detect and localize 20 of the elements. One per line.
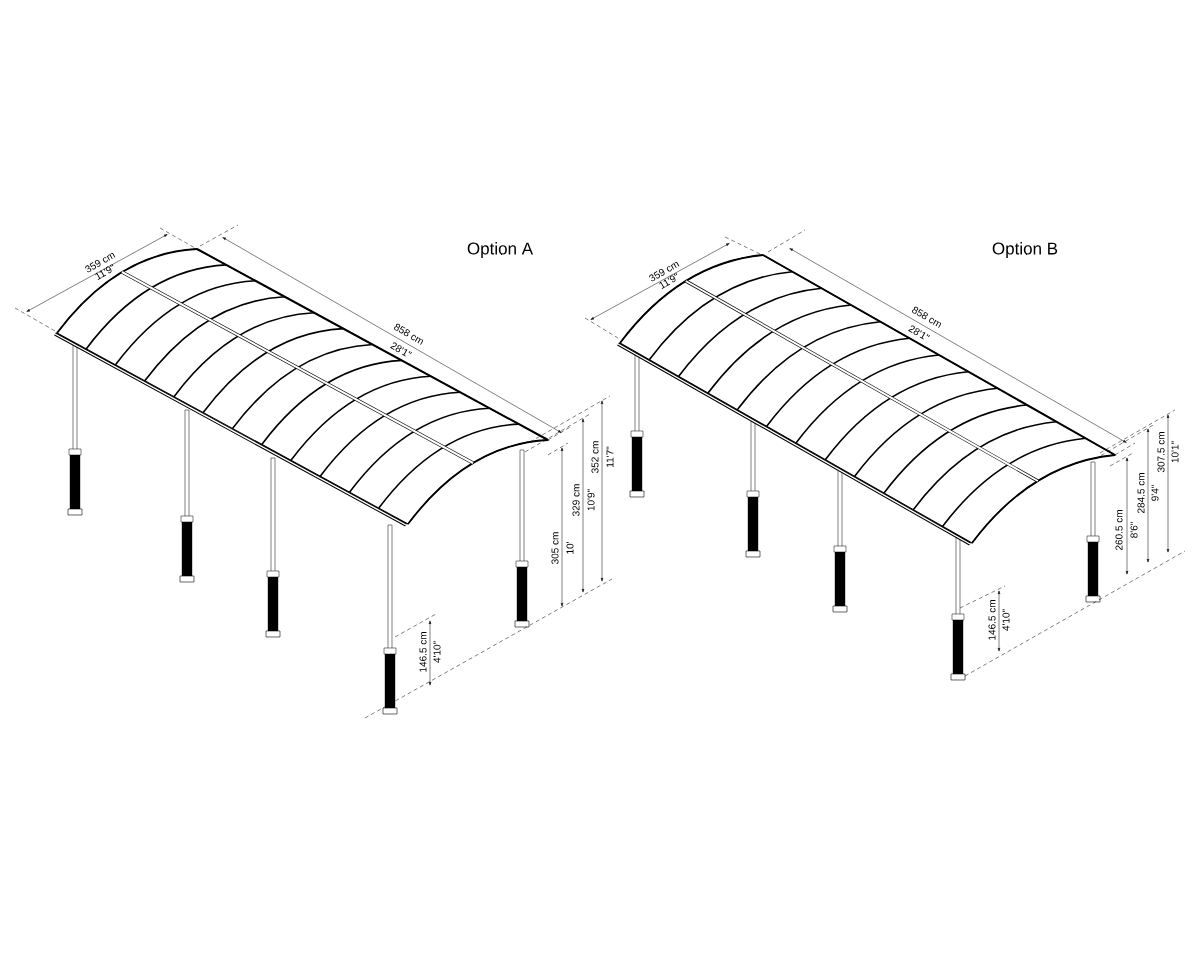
dimension-label: 329 cm	[572, 484, 580, 516]
dimension-label: 8'6"	[1130, 522, 1138, 538]
dimension-label: 146.5 cm	[988, 600, 996, 640]
dimension-label: 352 cm	[591, 441, 599, 473]
dimension-label: 305 cm	[551, 532, 559, 564]
dimension-label: 10'	[566, 542, 574, 554]
dimension-label: 4'10"	[433, 641, 441, 663]
dimension-label: 4'10"	[1002, 609, 1010, 631]
dimension-label: 146.5 cm	[419, 632, 427, 672]
option-heading: Option B	[992, 242, 1058, 258]
option-heading: Option A	[467, 242, 534, 258]
dimension-label: 11'7"	[606, 446, 614, 467]
dimension-label: 260.5 cm	[1115, 510, 1123, 551]
dimension-label: 10'9"	[587, 489, 595, 511]
dimension-label: 284.5 cm	[1137, 473, 1145, 514]
dimension-label: 28'1"	[390, 342, 412, 357]
dimension-label: 9'4"	[1151, 485, 1159, 501]
dimension-label: 10'1"	[1171, 441, 1179, 463]
dimension-label: 307.5 cm	[1157, 432, 1165, 473]
dimension-label: 28'1"	[908, 325, 930, 340]
